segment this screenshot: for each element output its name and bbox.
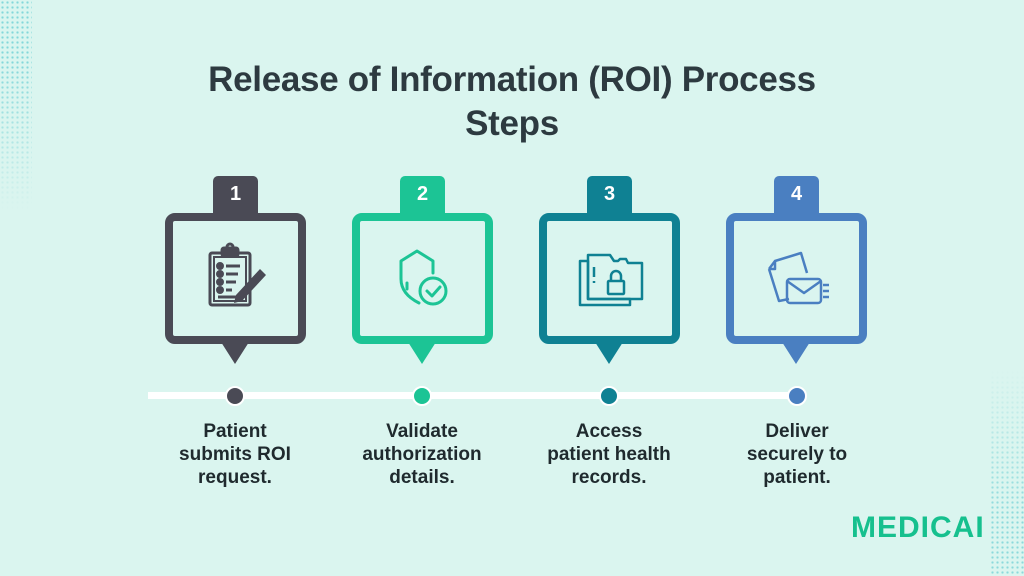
step-4-card: 4: [726, 176, 867, 366]
timeline-dot-1: [225, 386, 245, 406]
label-line: Access: [575, 421, 643, 442]
step-pointer: [595, 342, 623, 364]
step-1-label: Patient submits ROI request.: [145, 420, 325, 489]
label-line: patient.: [763, 467, 831, 488]
timeline-dot-3: [599, 386, 619, 406]
timeline-dot-4: [787, 386, 807, 406]
document-envelope-send-icon: [767, 251, 829, 304]
medicai-logo: MEDICAI: [851, 511, 985, 544]
step-4-label: Deliver securely to patient.: [707, 420, 887, 489]
step-3-card: 3: [539, 176, 680, 366]
step-icon-frame: [165, 213, 306, 344]
label-line: patient health: [547, 444, 671, 465]
step-number-badge: 3: [587, 176, 632, 216]
step-icon-frame: [539, 213, 680, 344]
page-title: Release of Information (ROI) Process Ste…: [0, 58, 1024, 146]
label-line: securely to: [746, 444, 848, 465]
step-pointer: [221, 342, 249, 364]
step-pointer: [782, 342, 810, 364]
step-2-label: Validate authorization details.: [332, 420, 512, 489]
step-3-label: Access patient health records.: [519, 420, 699, 489]
label-line: records.: [571, 467, 647, 488]
step-pointer: [408, 342, 436, 364]
step-number-badge: 1: [213, 176, 258, 216]
decorative-dot-pattern-right: [990, 370, 1024, 576]
label-line: Validate: [386, 421, 458, 442]
step-number-badge: 4: [774, 176, 819, 216]
label-line: details.: [389, 467, 455, 488]
timeline-dot-2: [412, 386, 432, 406]
step-2-card: 2: [352, 176, 493, 366]
clipboard-pencil-icon: [208, 242, 266, 306]
shield-check-icon: [399, 249, 447, 305]
locked-folder-icon: [578, 253, 643, 306]
step-icon-frame: [352, 213, 493, 344]
label-line: submits ROI: [179, 444, 291, 465]
title-line-2: Steps: [465, 104, 559, 143]
title-line-1: Release of Information (ROI) Process: [208, 60, 816, 99]
timeline-line: [148, 392, 798, 399]
label-line: Deliver: [765, 421, 829, 442]
step-icon-frame: [726, 213, 867, 344]
label-line: request.: [198, 467, 272, 488]
step-number-badge: 2: [400, 176, 445, 216]
label-line: Patient: [203, 421, 267, 442]
decorative-dot-pattern-left: [0, 0, 32, 210]
step-1-card: 1: [165, 176, 306, 366]
label-line: authorization: [362, 444, 482, 465]
